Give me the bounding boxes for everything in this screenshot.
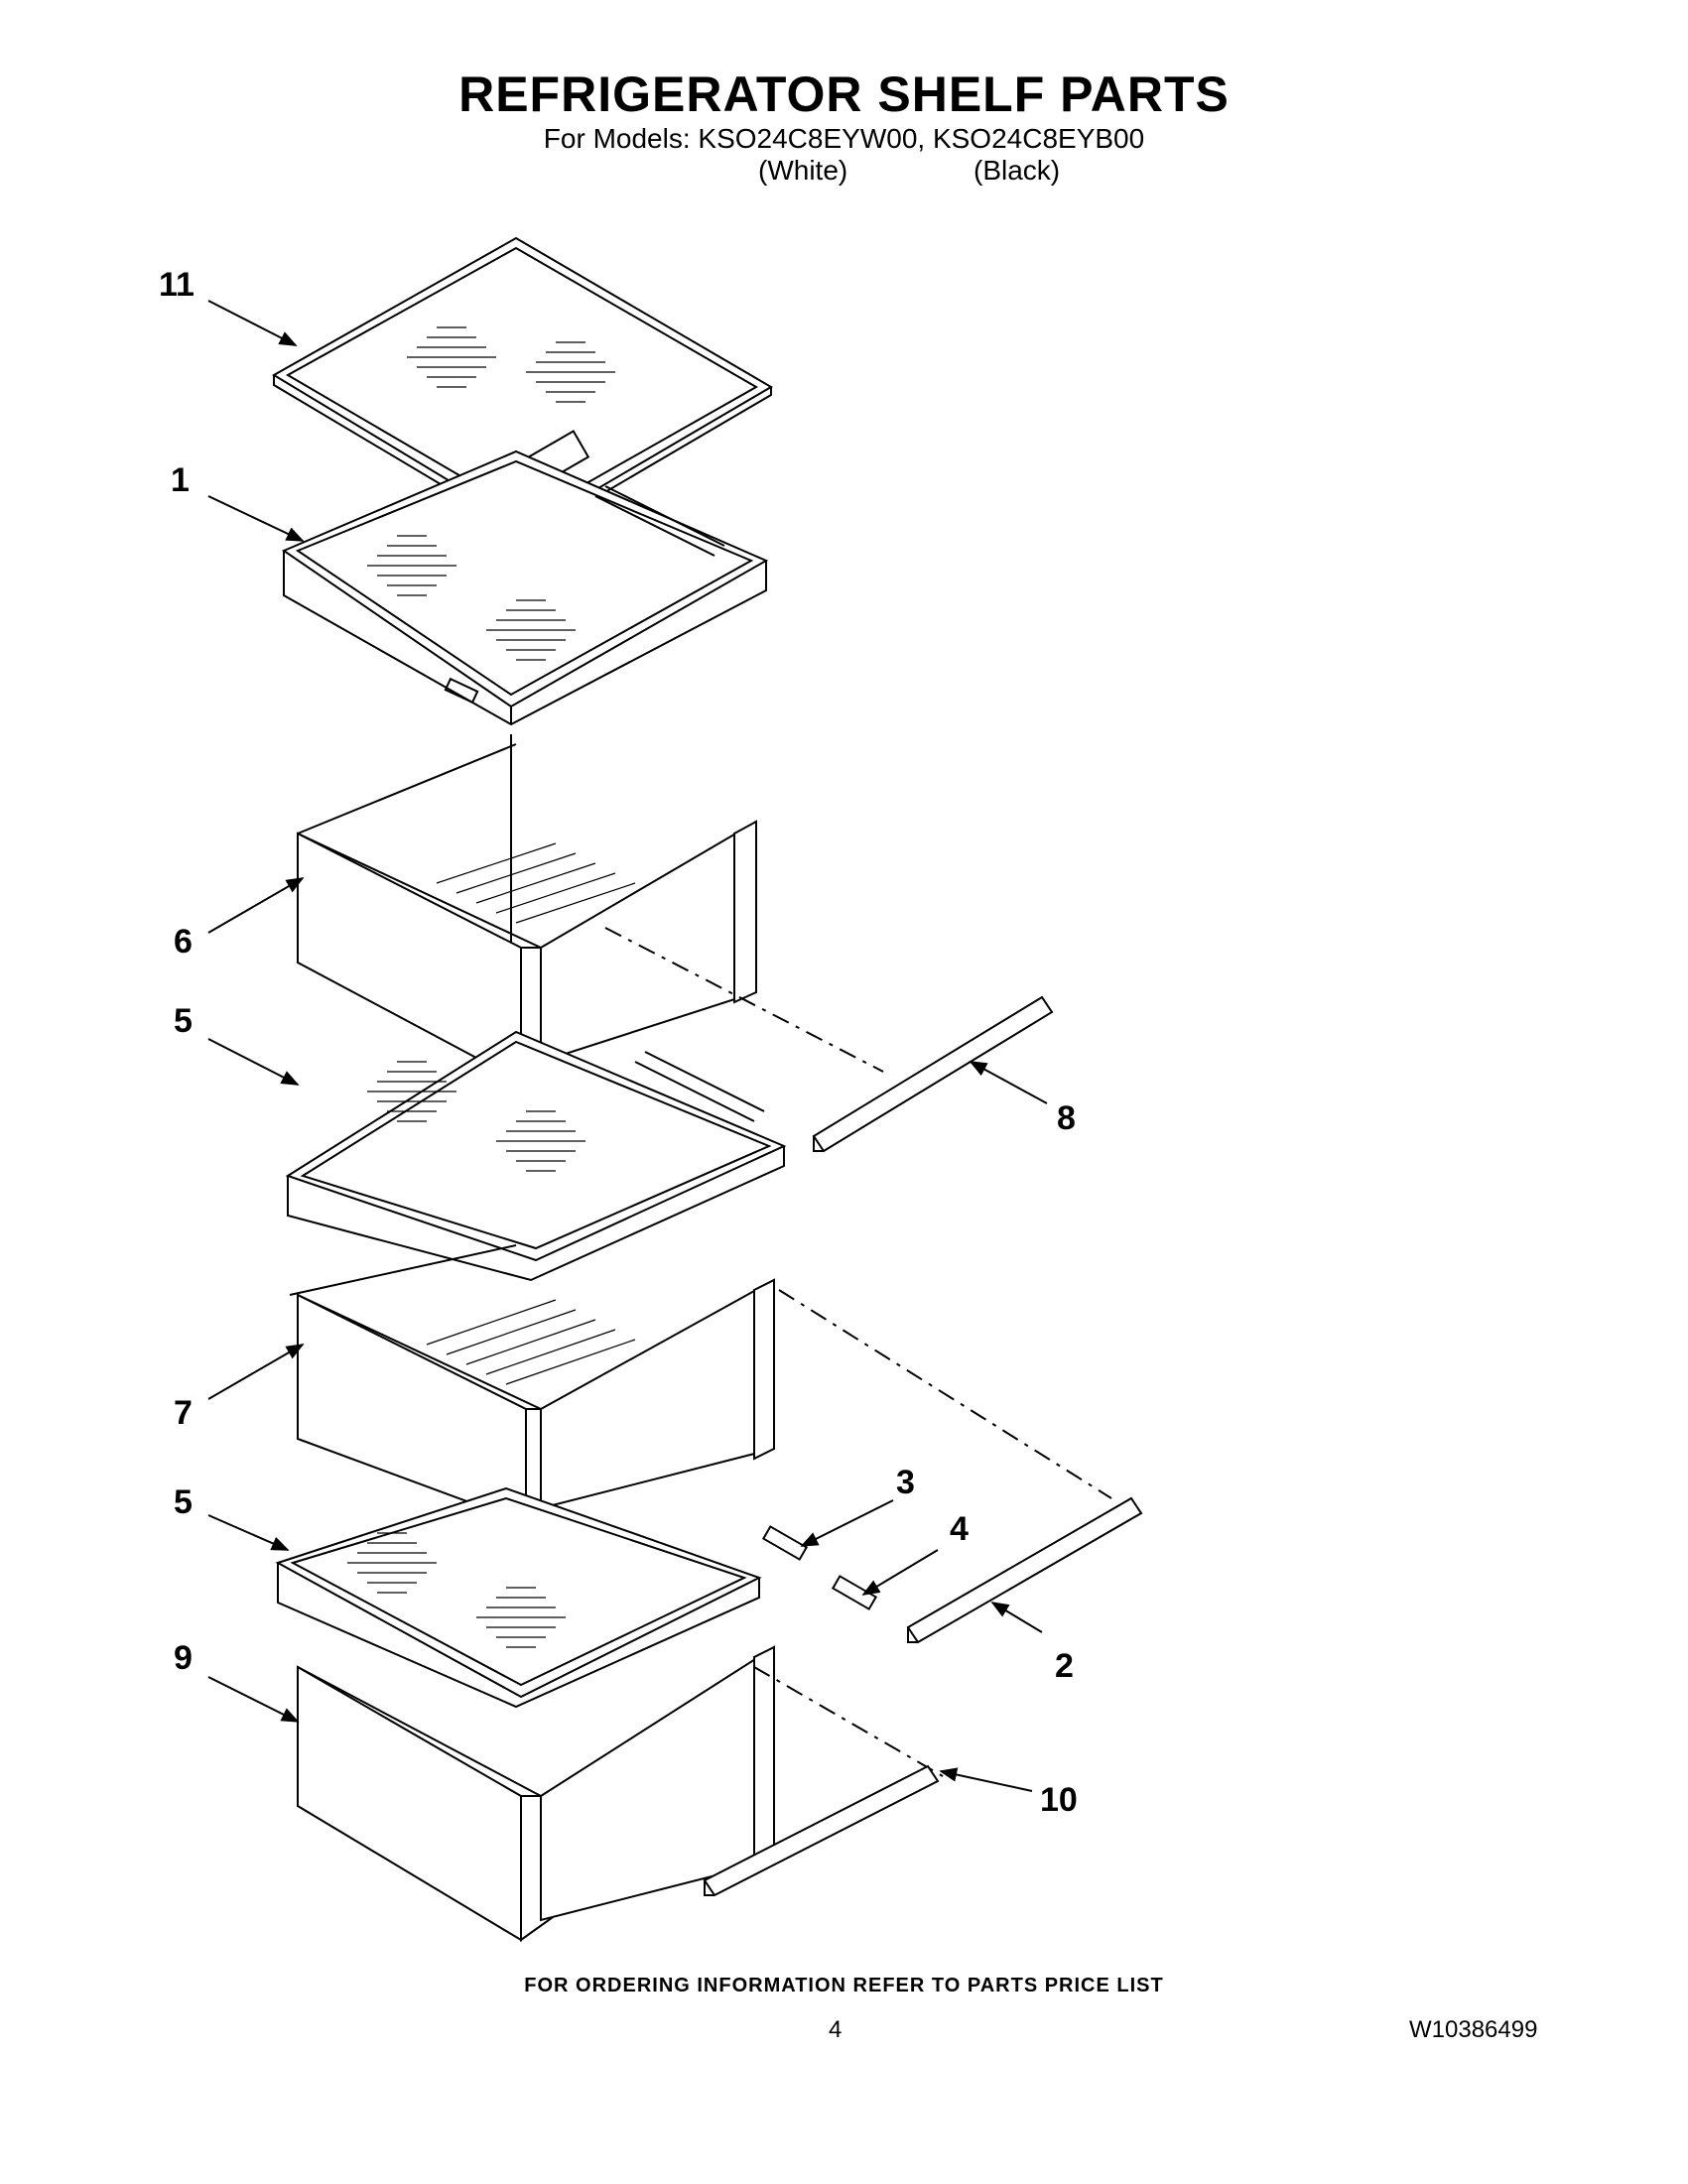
models-line: For Models: KSO24C8EYW00, KSO24C8EYB00: [543, 123, 1145, 154]
part-10-trim-strip: [703, 1764, 940, 1897]
callout-arrows: [207, 300, 1048, 1792]
part-3-bracket: [761, 1525, 809, 1561]
variant-black: (Black): [974, 155, 1061, 186]
callout-8: 8: [1057, 1099, 1076, 1137]
part-4-bracket: [831, 1575, 878, 1610]
part-5-shelf-lower: [275, 1486, 762, 1709]
part-2-trim-strip: [906, 1496, 1143, 1644]
callout-5-upper: 5: [174, 1002, 193, 1040]
callout-11: 11: [159, 266, 195, 304]
callout-2: 2: [1055, 1647, 1074, 1685]
part-6-crisper-drawer: [297, 734, 757, 1085]
callout-3: 3: [896, 1464, 915, 1501]
part-9-pantry-drawer: [297, 1645, 944, 1942]
variant-white: (White): [758, 155, 848, 186]
document-number: W10386499: [1409, 2016, 1538, 2043]
callout-1: 1: [171, 461, 190, 499]
callout-9: 9: [174, 1639, 193, 1677]
callout-7: 7: [174, 1394, 193, 1432]
callout-5-lower: 5: [174, 1483, 193, 1521]
page-title: REFRIGERATOR SHELF PARTS: [458, 66, 1230, 122]
callout-6: 6: [174, 923, 193, 961]
ordering-note: FOR ORDERING INFORMATION REFER TO PARTS …: [524, 1975, 1164, 1996]
callout-4: 4: [950, 1510, 969, 1548]
page-number: 4: [829, 2016, 843, 2043]
callout-10: 10: [1040, 1781, 1078, 1819]
part-1-shelf: [281, 450, 769, 726]
part-8-trim-strip: [604, 927, 1054, 1153]
part-7-crisper-drawer: [289, 1244, 1112, 1526]
part-5-shelf-upper: [285, 1030, 787, 1282]
